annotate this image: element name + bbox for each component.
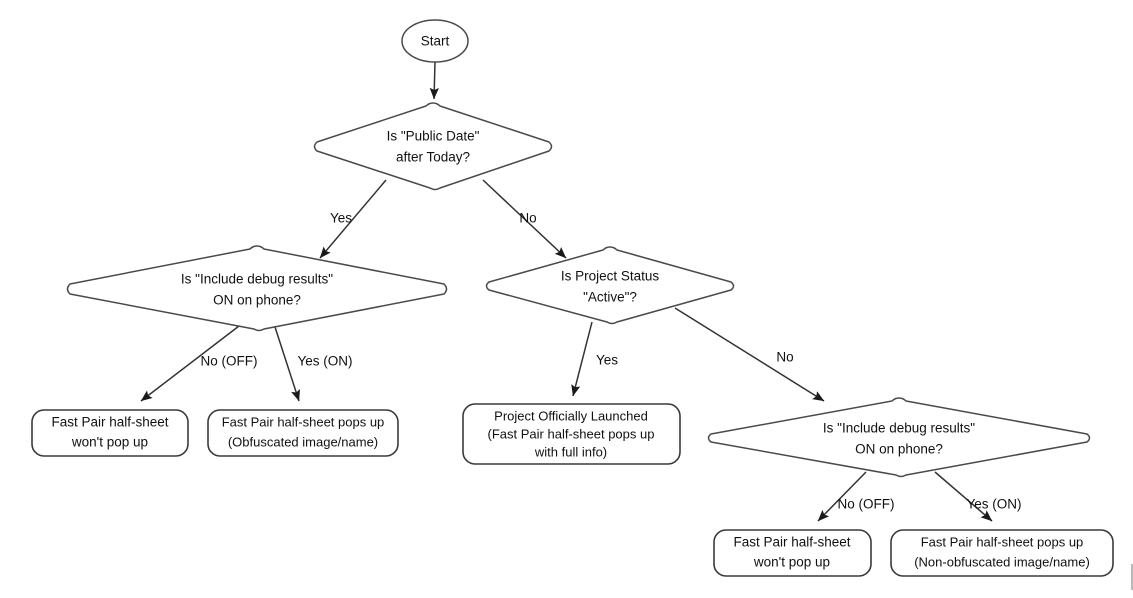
result-no-popup-left-line-1: Fast Pair half-sheet: [51, 415, 168, 430]
debug-right-diamond[interactable]: [707, 397, 1091, 478]
edge-public-date-no: [482, 179, 567, 259]
edge-label-debug-right-no-off: No (OFF): [838, 497, 895, 512]
nodes-layer: Start Is "Public Date" after Today? Is "…: [31, 19, 1114, 577]
result-non-obfuscated-box[interactable]: [890, 529, 1114, 577]
edge-label-debug-left-yes-on: Yes (ON): [297, 354, 352, 369]
result-non-obfuscated-line-1: Fast Pair half-sheet pops up: [921, 534, 1084, 549]
project-status-line-1: Is Project Status: [561, 269, 660, 284]
page-edge-marker: [1131, 564, 1133, 590]
public-date-line-2: after Today?: [396, 150, 470, 165]
result-no-popup-right-line-2: won't pop up: [753, 555, 830, 570]
edge-debug-right-yes-on: [934, 471, 993, 522]
result-obfuscated-box[interactable]: [207, 409, 399, 457]
edge-start-to-public-date: [429, 61, 439, 100]
result-no-popup-right-line-1: Fast Pair half-sheet: [733, 535, 850, 550]
node-project-status[interactable]: Is Project Status "Active"?: [485, 246, 735, 325]
node-debug-left[interactable]: Is "Include debug results" ON on phone?: [66, 245, 448, 332]
node-result-launched[interactable]: Project Officially Launched (Fast Pair h…: [462, 403, 681, 465]
edge-debug-right-no-off: [817, 471, 867, 522]
node-result-no-popup-left[interactable]: Fast Pair half-sheet won't pop up: [31, 409, 189, 457]
edge-label-public-date-no: No: [519, 211, 536, 226]
result-launched-line-1: Project Officially Launched: [494, 408, 648, 423]
result-non-obfuscated-line-2: (Non-obfuscated image/name): [914, 554, 1090, 569]
edge-label-project-status-no: No: [776, 350, 793, 365]
node-result-non-obfuscated[interactable]: Fast Pair half-sheet pops up (Non-obfusc…: [890, 529, 1114, 577]
edge-debug-left-no-off: [140, 325, 240, 402]
result-no-popup-left-line-2: won't pop up: [71, 435, 148, 450]
node-result-no-popup-right[interactable]: Fast Pair half-sheet won't pop up: [713, 529, 872, 577]
edge-label-debug-right-yes-on: Yes (ON): [966, 497, 1021, 512]
edge-label-public-date-yes: Yes: [330, 211, 352, 226]
result-launched-line-3: with full info): [534, 444, 607, 459]
debug-right-line-1: Is "Include debug results": [823, 421, 975, 436]
result-obfuscated-line-2: (Obfuscated image/name): [228, 434, 378, 449]
project-status-line-2: "Active"?: [583, 290, 637, 305]
edge-project-status-no: [674, 307, 825, 402]
debug-left-line-1: Is "Include debug results": [181, 272, 333, 287]
debug-right-line-2: ON on phone?: [855, 442, 943, 457]
node-debug-right[interactable]: Is "Include debug results" ON on phone?: [707, 397, 1091, 478]
edge-project-status-yes: [571, 321, 593, 397]
public-date-line-1: Is "Public Date": [387, 129, 480, 144]
start-ellipse[interactable]: [401, 19, 469, 63]
edge-public-date-yes: [319, 179, 387, 259]
debug-left-line-2: ON on phone?: [213, 293, 301, 308]
public-date-diamond[interactable]: [313, 102, 553, 191]
start-label: Start: [421, 34, 450, 49]
result-no-popup-right-box[interactable]: [713, 529, 872, 577]
result-launched-box[interactable]: [462, 403, 681, 465]
debug-left-diamond[interactable]: [66, 245, 448, 332]
result-no-popup-left-box[interactable]: [31, 409, 189, 457]
node-result-obfuscated[interactable]: Fast Pair half-sheet pops up (Obfuscated…: [207, 409, 399, 457]
result-obfuscated-line-1: Fast Pair half-sheet pops up: [222, 414, 385, 429]
project-status-diamond[interactable]: [485, 246, 735, 325]
edge-label-debug-left-no-off: No (OFF): [201, 354, 258, 369]
edges-layer: Yes No No (OFF) Yes (ON) Yes No No (OFF)…: [140, 61, 1022, 522]
edge-debug-left-yes-on: [274, 326, 300, 402]
node-public-date[interactable]: Is "Public Date" after Today?: [313, 102, 553, 191]
node-start[interactable]: Start: [401, 19, 469, 63]
edge-label-project-status-yes: Yes: [596, 353, 618, 368]
result-launched-line-2: (Fast Pair half-sheet pops up: [488, 426, 655, 441]
